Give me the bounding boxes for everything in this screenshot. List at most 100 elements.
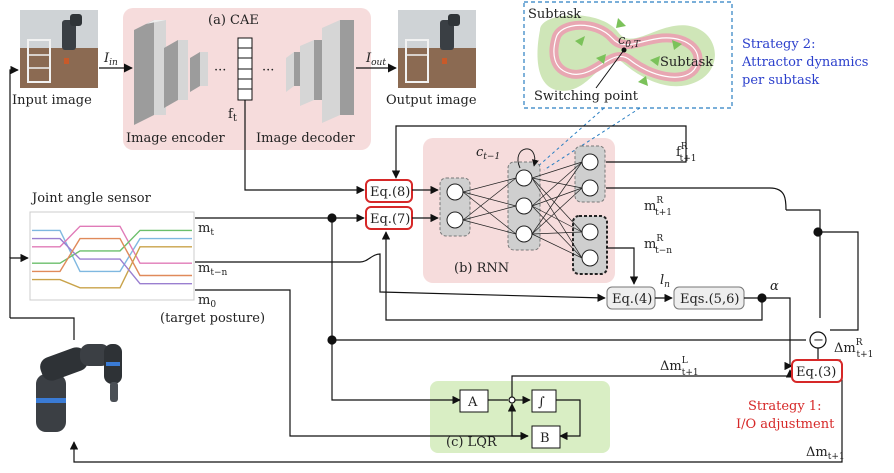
rnn-output-joint-layer [572,215,608,275]
encoder-dots: ··· [214,63,226,78]
eq7-label: Eq.(7) [370,212,410,227]
decoder-blocks [286,20,354,123]
hidden-node-2 [515,197,533,215]
svg-text:Attractor dynamics: Attractor dynamics [741,55,868,70]
rnn-link [531,177,583,233]
lqr-a-label: A [467,395,478,410]
eq3-label: Eq.(3) [796,365,836,380]
lqr-a-box[interactable]: A [459,389,489,413]
sensor-trace [32,229,192,264]
ln-label: ln [660,273,670,290]
feature-label: ft [228,107,237,124]
input-node-1 [446,183,464,201]
recurrent-loop [517,148,539,169]
integral-icon: ∫ [538,395,545,410]
subtask-label-b: Subtask [660,55,713,70]
rnn-link [531,187,583,235]
input-image [20,10,98,88]
rnn-link [462,205,517,221]
rnn-link [462,177,517,193]
minus-sign: − [813,333,824,348]
attractor-center-label: c0,T [618,33,641,50]
svg-text:I/O adjustment: I/O adjustment [736,417,835,432]
eq56-box[interactable]: Eqs.(5,6) [673,286,745,310]
rnn-link [531,187,583,207]
hidden-node-3 [515,225,533,243]
eq4-label: Eq.(4) [612,292,652,307]
rnn-link [531,161,583,207]
output-image [398,10,476,88]
hidden-node-1 [515,169,533,187]
rnn-link [531,233,583,259]
cae-title: (a) CAE [208,13,259,28]
sensor-plot [29,211,195,301]
sensor-trace [32,229,192,273]
eq8-box[interactable]: Eq.(8) [365,179,413,203]
signal-wires [9,65,859,463]
lqr-integral-box[interactable]: ∫ [531,389,557,413]
svg-text:per subtask: per subtask [742,73,819,88]
rnn-link [531,177,583,189]
rnn-link [531,161,583,179]
decoder-dots: ··· [262,63,274,78]
eq4-box[interactable]: Eq.(4) [606,286,656,310]
output-node-4 [581,249,599,267]
rnn-nodes [446,153,599,267]
encoder-blocks [134,20,208,125]
context-label: ct−1 [476,145,500,162]
sensor-trace [32,246,192,289]
output-node-1 [581,153,599,171]
input-signal-label: Iin [103,51,118,68]
rnn-connections [462,161,583,259]
subtask-label-a: Subtask [528,7,581,22]
encoder-label: Image encoder [126,131,226,146]
sensor-trace [32,237,192,277]
rnn-title: (b) RNN [454,261,509,276]
sensor-title: Joint angle sensor [30,191,152,206]
decoder-label: Image decoder [256,131,355,146]
eq7-box[interactable]: Eq.(7) [365,206,413,230]
svg-text:Strategy 1:: Strategy 1: [748,399,821,414]
rnn-link [531,177,583,259]
output-signal-label: Iout [365,51,386,68]
strategy1-title: Strategy 1: I/O adjustment [736,399,835,432]
eq8-label: Eq.(8) [370,185,410,200]
m-t-label: mt [198,221,214,238]
rnn-link [531,205,583,259]
rnn-link [462,219,517,235]
rnn-link [531,231,583,235]
switching-point-label: Switching point [534,89,639,104]
lqr-title: (c) LQR [446,435,498,450]
inset-link-right [543,107,641,171]
strategy2-title: Strategy 2: Attractor dynamics per subta… [741,37,868,88]
m-tn-label: mt−n [198,261,227,278]
attractor-map [537,15,715,91]
lqr-b-box[interactable]: B [531,425,561,449]
input-node-2 [446,211,464,229]
eq3-box[interactable]: Eq.(3) [791,359,843,383]
rnn-link [531,161,583,235]
robot-arm [36,344,122,432]
feature-vector [237,37,253,101]
rnn-link [462,177,517,221]
eq56-label: Eqs.(5,6) [680,292,739,307]
alpha-label: α [770,279,779,294]
sensor-signal-lines [32,225,192,289]
output-node-2 [581,179,599,197]
input-image-caption: Input image [12,93,92,108]
lqr-b-label: B [540,431,550,446]
target-posture-label: (target posture) [160,311,265,326]
output-node-3 [581,223,599,241]
dm-out-label: Δmt+1 [806,445,845,462]
sensor-trace [32,237,192,285]
m-0-label: m0 [198,293,216,310]
svg-text:Strategy 2:: Strategy 2: [742,37,815,52]
output-image-caption: Output image [386,93,477,108]
